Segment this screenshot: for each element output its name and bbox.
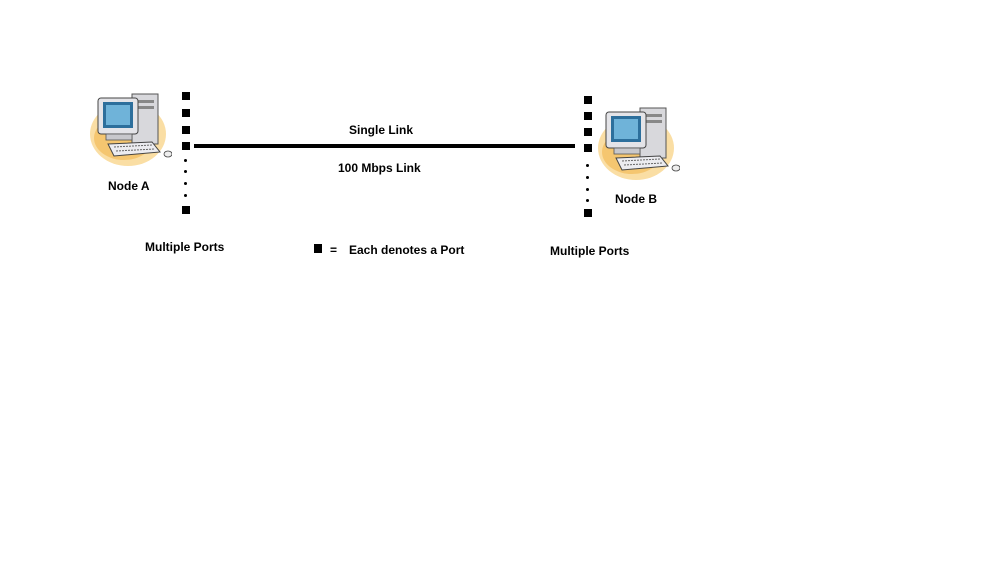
port-b-4 <box>584 144 592 152</box>
link-top-label: Single Link <box>349 123 414 137</box>
ports-label-b: Multiple Ports <box>550 244 630 258</box>
ports-label-a: Multiple Ports <box>145 240 225 254</box>
port-ellipsis-dot <box>184 194 187 197</box>
port-b-2 <box>584 112 592 120</box>
port-b-last <box>584 209 592 217</box>
node-a-label: Node A <box>108 179 150 193</box>
port-a-4 <box>182 142 190 150</box>
port-a-1 <box>182 92 190 100</box>
port-b-3 <box>584 128 592 136</box>
port-ellipsis-dot <box>184 170 187 173</box>
port-a-3 <box>182 126 190 134</box>
link-bottom-label: 100 Mbps Link <box>338 161 421 175</box>
port-b-1 <box>584 96 592 104</box>
node-b-label: Node B <box>615 192 657 206</box>
port-ellipsis-dot <box>586 188 589 191</box>
port-ellipsis-dot <box>586 199 589 202</box>
port-ellipsis-dot <box>184 182 187 185</box>
port-a-2 <box>182 109 190 117</box>
legend-equals: = <box>330 243 338 257</box>
node-a-computer-icon <box>88 90 173 168</box>
port-a-last <box>182 206 190 214</box>
port-ellipsis-dot <box>586 164 589 167</box>
node-b-computer-icon <box>596 104 681 182</box>
legend-text: Each denotes a Port <box>349 243 465 257</box>
network-link-line <box>194 144 575 148</box>
port-ellipsis-dot <box>586 176 589 179</box>
legend-port-symbol <box>314 244 322 253</box>
port-ellipsis-dot <box>184 159 187 162</box>
